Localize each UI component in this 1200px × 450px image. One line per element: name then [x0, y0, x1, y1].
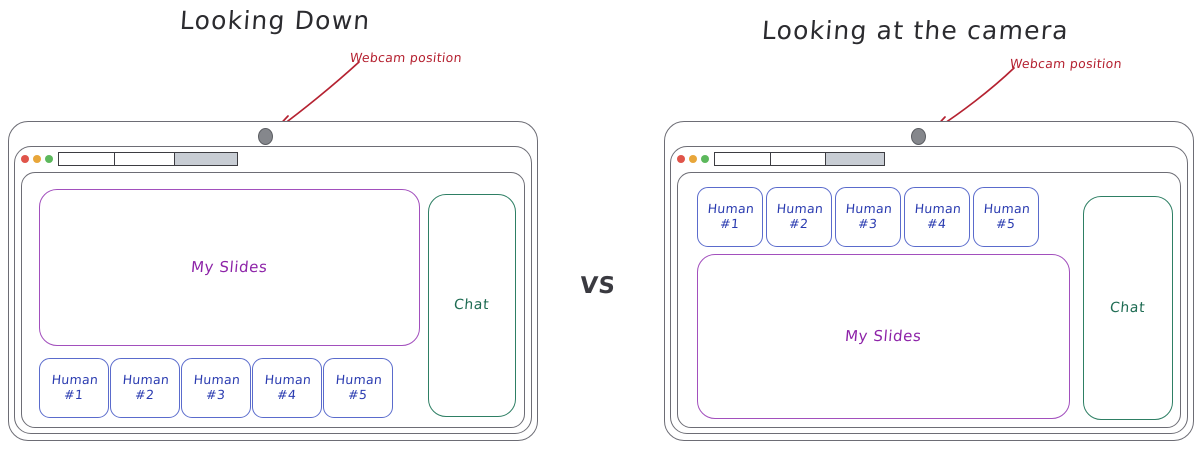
slides-label-left: My Slides: [190, 257, 269, 276]
browser-tab-3-right[interactable]: [825, 152, 886, 166]
browser-tabs-right: [714, 152, 886, 166]
browser-tab-1-left[interactable]: [58, 152, 115, 166]
slides-area-right[interactable]: My Slides: [697, 254, 1070, 419]
chat-panel-left[interactable]: Chat: [428, 194, 516, 417]
maximize-button-icon-left[interactable]: [45, 155, 53, 163]
participant-tile-5-left[interactable]: Human #5: [323, 358, 393, 418]
browser-tab-1-right[interactable]: [714, 152, 771, 166]
browser-tabs-left: [58, 152, 239, 166]
participant-label-1-left: Human #1: [50, 372, 99, 402]
participant-tile-1-right[interactable]: Human #1: [697, 187, 763, 247]
chat-label-left: Chat: [453, 297, 491, 314]
chat-label-right: Chat: [1109, 299, 1147, 316]
slides-area-left[interactable]: My Slides: [39, 189, 420, 346]
minimize-button-icon-right[interactable]: [689, 155, 697, 163]
participant-label-1-right: Human #1: [706, 201, 755, 231]
participant-tile-4-left[interactable]: Human #4: [252, 358, 322, 418]
traffic-lights-left: [21, 155, 53, 163]
webcam-position-label-right: Webcam position: [1009, 56, 1123, 71]
traffic-lights-right: [677, 155, 709, 163]
participant-label-2-right: Human #2: [775, 201, 824, 231]
webcam-dot-icon-right: [911, 128, 926, 145]
participant-label-3-left: Human #3: [192, 372, 241, 402]
participant-label-4-left: Human #4: [263, 372, 312, 402]
comparison-separator: VS: [578, 273, 617, 299]
participant-tile-1-left[interactable]: Human #1: [39, 358, 109, 418]
participant-label-5-left: Human #5: [334, 372, 383, 402]
minimize-button-icon-left[interactable]: [33, 155, 41, 163]
participant-tile-3-right[interactable]: Human #3: [835, 187, 901, 247]
close-button-icon-right[interactable]: [677, 155, 685, 163]
webcam-position-label-left: Webcam position: [349, 50, 463, 65]
close-button-icon-left[interactable]: [21, 155, 29, 163]
participant-tile-2-left[interactable]: Human #2: [110, 358, 180, 418]
panel-title-looking-down: Looking Down: [178, 6, 372, 35]
participant-label-4-right: Human #4: [913, 201, 962, 231]
participant-label-5-right: Human #5: [982, 201, 1031, 231]
chat-panel-right[interactable]: Chat: [1083, 196, 1173, 420]
browser-tab-3-left[interactable]: [174, 152, 239, 166]
participant-label-2-left: Human #2: [121, 372, 170, 402]
browser-tab-2-right[interactable]: [769, 152, 827, 166]
browser-tab-2-left[interactable]: [113, 152, 176, 166]
participant-tile-2-right[interactable]: Human #2: [766, 187, 832, 247]
participant-label-3-right: Human #3: [844, 201, 893, 231]
participant-tile-3-left[interactable]: Human #3: [181, 358, 251, 418]
participant-tile-5-right[interactable]: Human #5: [973, 187, 1039, 247]
panel-title-looking-at-camera: Looking at the camera: [760, 16, 1070, 45]
maximize-button-icon-right[interactable]: [701, 155, 709, 163]
webcam-dot-icon-left: [258, 128, 273, 145]
participant-tile-4-right[interactable]: Human #4: [904, 187, 970, 247]
slides-label-right: My Slides: [844, 326, 923, 345]
